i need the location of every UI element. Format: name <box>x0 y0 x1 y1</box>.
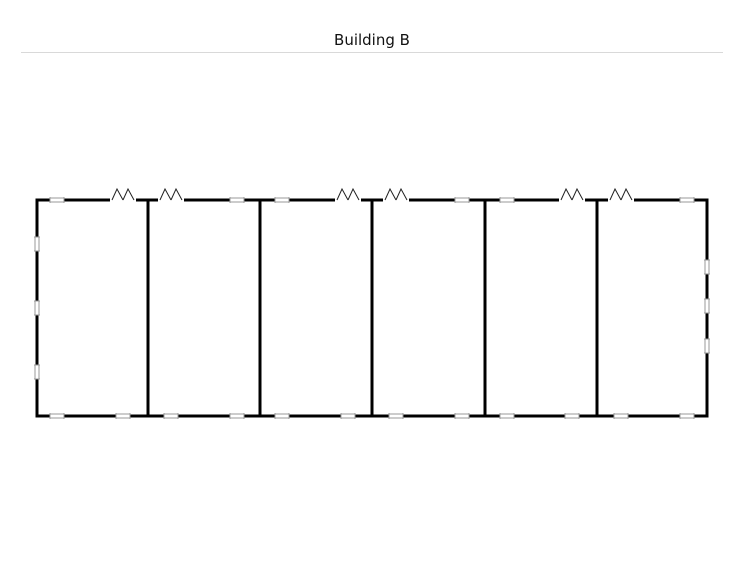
windows <box>34 197 710 419</box>
window <box>274 197 290 203</box>
window-opening <box>500 413 514 419</box>
window-opening <box>275 413 289 419</box>
window-opening <box>34 237 40 251</box>
window <box>163 413 179 419</box>
door <box>158 187 184 202</box>
window-opening <box>50 413 64 419</box>
window <box>49 197 65 203</box>
window <box>704 298 710 314</box>
doors <box>110 187 634 202</box>
window <box>34 236 40 252</box>
window-opening <box>116 413 130 419</box>
window-opening <box>565 413 579 419</box>
door-leaf <box>560 187 573 201</box>
door <box>559 187 585 202</box>
window-opening <box>704 339 710 353</box>
door-leaf <box>170 187 183 201</box>
door-leaf <box>395 187 408 201</box>
title-divider <box>21 52 723 53</box>
door-leaf <box>336 187 349 201</box>
window <box>613 413 629 419</box>
door-leaf <box>347 187 360 201</box>
window-opening <box>341 413 355 419</box>
window-opening <box>275 197 289 203</box>
door-leaf <box>122 187 135 201</box>
window <box>274 413 290 419</box>
window <box>229 413 245 419</box>
window-opening <box>34 365 40 379</box>
window-opening <box>34 301 40 315</box>
window <box>499 413 515 419</box>
window <box>704 338 710 354</box>
page-title: Building B <box>334 31 410 49</box>
window-opening <box>680 413 694 419</box>
window <box>388 413 404 419</box>
window-opening <box>230 197 244 203</box>
window <box>454 413 470 419</box>
window <box>34 364 40 380</box>
walls <box>35 198 709 418</box>
window <box>229 197 245 203</box>
window <box>679 197 695 203</box>
window <box>115 413 131 419</box>
window-opening <box>230 413 244 419</box>
door <box>608 187 634 202</box>
door-leaf <box>571 187 584 201</box>
door-leaf <box>159 187 172 201</box>
window-opening <box>455 413 469 419</box>
window <box>454 197 470 203</box>
door-leaf <box>620 187 633 201</box>
window-opening <box>704 260 710 274</box>
window-opening <box>50 197 64 203</box>
door <box>335 187 361 202</box>
door <box>383 187 409 202</box>
window <box>34 300 40 316</box>
window-opening <box>614 413 628 419</box>
window-opening <box>164 413 178 419</box>
window <box>564 413 580 419</box>
window <box>340 413 356 419</box>
window-opening <box>389 413 403 419</box>
door <box>110 187 136 202</box>
window <box>499 197 515 203</box>
window <box>679 413 695 419</box>
window-opening <box>704 299 710 313</box>
door-leaf <box>609 187 622 201</box>
window-opening <box>500 197 514 203</box>
window-opening <box>455 197 469 203</box>
window-opening <box>680 197 694 203</box>
window <box>49 413 65 419</box>
door-leaf <box>111 187 124 201</box>
window <box>704 259 710 275</box>
door-leaf <box>384 187 397 201</box>
